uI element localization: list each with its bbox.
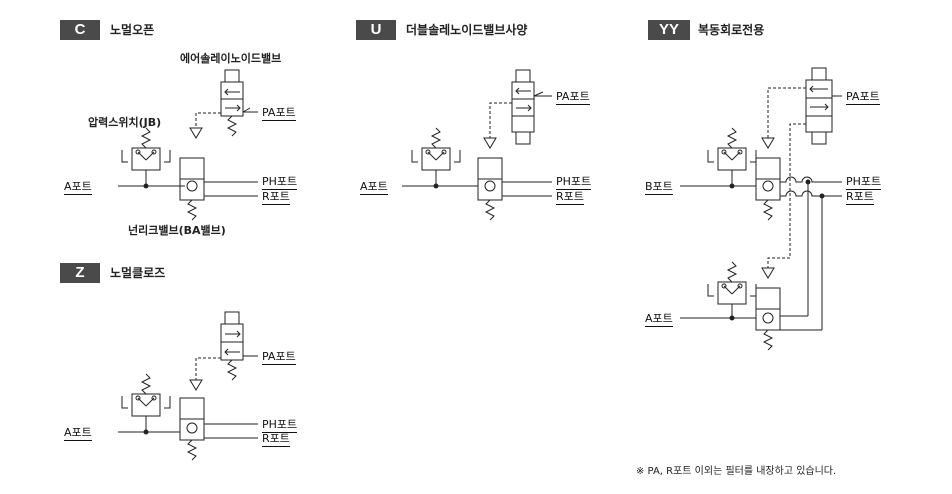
diagram-yy <box>680 67 842 351</box>
c-port-r: R포트 <box>262 190 290 205</box>
z-port-ph: PH포트 <box>262 418 298 433</box>
diagram-u <box>402 69 552 221</box>
yy-port-r: R포트 <box>846 190 874 205</box>
label-non-leak-valve: 넌리크밸브(BA밸브) <box>128 224 226 237</box>
diagram-c <box>118 69 258 221</box>
section-u-title: 더블솔레노이드밸브사양 <box>406 23 528 37</box>
section-yy-title: 복동회로전용 <box>698 23 765 37</box>
yy-port-pa: PA포트 <box>846 90 880 105</box>
z-port-pa: PA포트 <box>262 350 296 365</box>
section-u-badge: U <box>356 20 396 40</box>
footnote: ※ PA, R포트 이외는 필터를 내장하고 있습니다. <box>636 466 837 477</box>
section-c-badge: C <box>60 20 100 40</box>
yy-port-ph: PH포트 <box>846 175 882 190</box>
section-z-title: 노멀클로즈 <box>110 266 166 280</box>
u-port-a: A포트 <box>360 180 388 195</box>
u-port-pa: PA포트 <box>556 90 590 105</box>
section-z-badge: Z <box>60 263 100 283</box>
u-port-r: R포트 <box>556 190 584 205</box>
section-c-title: 노멀오픈 <box>110 23 155 37</box>
label-air-solenoid-valve: 에어솔레이노이드밸브 <box>180 52 282 65</box>
yy-port-b: B포트 <box>645 180 673 195</box>
u-port-ph: PH포트 <box>556 175 592 190</box>
c-port-a: A포트 <box>64 180 92 195</box>
z-port-a: A포트 <box>64 426 92 441</box>
diagram-z <box>118 311 258 461</box>
z-port-r: R포트 <box>262 432 290 447</box>
c-port-pa: PA포트 <box>262 106 296 121</box>
c-port-ph: PH포트 <box>262 175 298 190</box>
label-pressure-switch: 압력스위치(JB) <box>88 116 162 129</box>
yy-port-a: A포트 <box>645 312 673 327</box>
section-yy-badge: YY <box>648 20 690 40</box>
